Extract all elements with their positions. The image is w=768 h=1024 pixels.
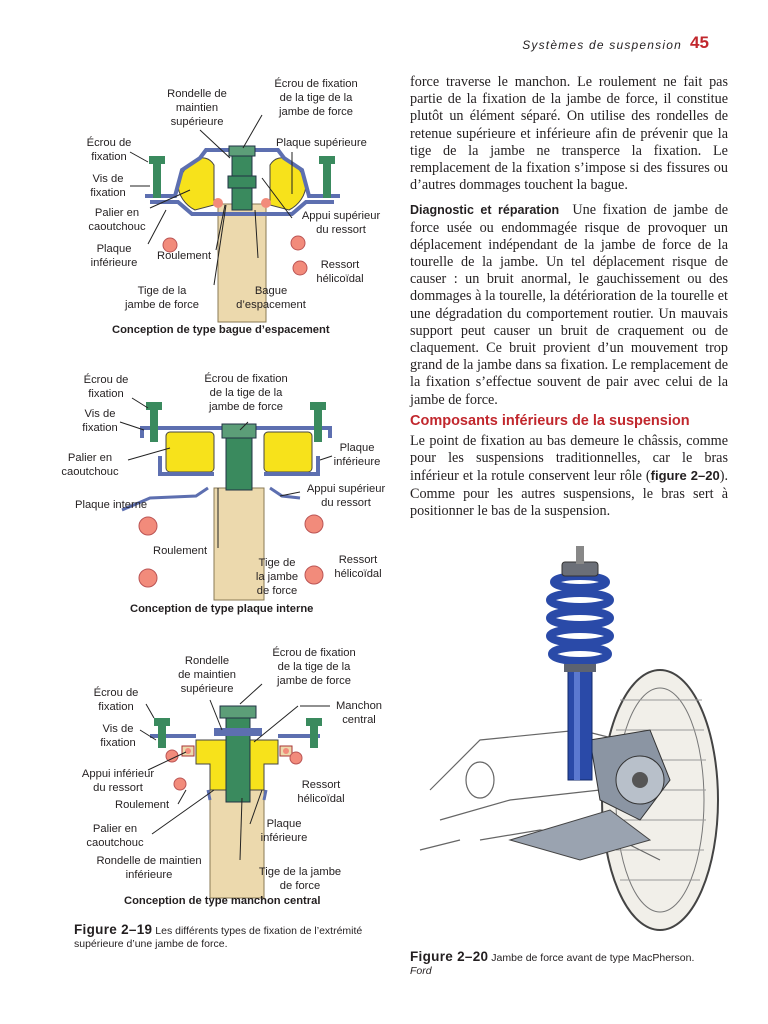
paragraph-1: force traverse le manchon. Le roulement … xyxy=(410,74,728,194)
label-rondelle-inf: Rondelle de maintien inférieure xyxy=(88,854,210,882)
label-plaque-inf: Plaque inférieure xyxy=(252,817,316,845)
figure-ref-link[interactable]: figure 2–20 xyxy=(651,468,720,483)
label-ecrou-tige: Écrou de fixation de la tige de la jambe… xyxy=(258,77,374,120)
label-tige: Tige de la jambe de force xyxy=(246,865,354,893)
label-ecrou-tige: Écrou de fixation de la tige de la jambe… xyxy=(256,646,372,689)
label-palier: Palier en caoutchouc xyxy=(84,206,150,234)
label-palier: Palier en caoutchouc xyxy=(52,451,128,479)
figure-2-20-illustration xyxy=(420,540,730,940)
label-ressort: Ressort hélicoïdal xyxy=(290,778,352,806)
label-vis: Vis de fixation xyxy=(92,722,144,750)
label-ecrou: Écrou de fixation xyxy=(84,686,148,714)
body-column: force traverse le manchon. Le roulement … xyxy=(410,74,728,409)
label-bague: Bague d’espacement xyxy=(228,284,314,312)
label-ressort: Ressort hélicoïdal xyxy=(326,553,390,581)
running-header: Systèmes de suspension xyxy=(470,38,682,52)
strut-rod xyxy=(226,712,250,802)
label-tige: Tige de la jambe de force xyxy=(114,284,210,312)
strut-rod xyxy=(226,432,252,490)
label-tige: Tige de la jambe de force xyxy=(246,556,308,599)
label-vis: Vis de fixation xyxy=(82,172,134,200)
label-rondelle: Rondelle de maintien supérieure xyxy=(170,654,244,697)
label-vis: Vis de fixation xyxy=(72,407,128,435)
label-appui-inf: Appui inférieur du ressort xyxy=(72,767,164,795)
runin-heading: Diagnostic et réparation xyxy=(410,203,559,217)
section-heading: Composants inférieurs de la suspension xyxy=(410,413,740,429)
paragraph-2: Diagnostic et réparation Une fixation de… xyxy=(410,202,728,408)
label-palier: Palier en caoutchouc xyxy=(82,822,148,850)
label-ecrou: Écrou de fixation xyxy=(78,136,140,164)
label-roulement: Roulement xyxy=(157,249,211,263)
paragraph-2-text: Une fixation de jambe de force usée ou e… xyxy=(410,202,728,407)
page-number: 45 xyxy=(690,33,709,53)
caption-inner-plate: Conception de type plaque interne xyxy=(130,603,313,615)
paragraph-3: Le point de fixation au bas demeure le c… xyxy=(410,433,728,520)
rubber-bushing xyxy=(178,158,214,210)
figure-2-20-text: Jambe de force avant de type MacPherson. xyxy=(491,952,694,964)
figure-2-19-label: Figure 2–19 xyxy=(74,922,152,937)
caption-spacer: Conception de type bague d’espacement xyxy=(112,324,330,336)
figure-2-20-credit: Ford xyxy=(410,965,432,977)
label-ecrou: Écrou de fixation xyxy=(74,373,138,401)
label-plaque-sup: Plaque supérieure xyxy=(276,136,367,150)
caption-central-sleeve: Conception de type manchon central xyxy=(124,895,320,907)
label-ecrou-tige: Écrou de fixation de la tige de la jambe… xyxy=(188,372,304,415)
inner-plate xyxy=(122,488,300,510)
label-ressort: Ressort hélicoïdal xyxy=(308,258,372,286)
label-plaque-inf: Plaque inférieure xyxy=(86,242,142,270)
label-rondelle: Rondelle de maintien supérieure xyxy=(156,87,238,130)
figure-2-20-label: Figure 2–20 xyxy=(410,949,488,964)
label-roulement: Roulement xyxy=(115,798,169,812)
label-plaque-interne: Plaque interne xyxy=(75,498,147,512)
label-plaque-inf: Plaque inférieure xyxy=(328,441,386,469)
label-appui: Appui supérieur du ressort xyxy=(300,482,392,510)
label-manchon: Manchon central xyxy=(330,699,388,727)
coil-spring xyxy=(550,576,610,661)
label-roulement: Roulement xyxy=(153,544,207,558)
figure-2-19-caption: Figure 2–19 Les différents types de fixa… xyxy=(74,923,364,951)
label-appui: Appui supérieur du ressort xyxy=(296,209,386,237)
figure-2-20-caption: Figure 2–20 Jambe de force avant de type… xyxy=(410,950,710,978)
